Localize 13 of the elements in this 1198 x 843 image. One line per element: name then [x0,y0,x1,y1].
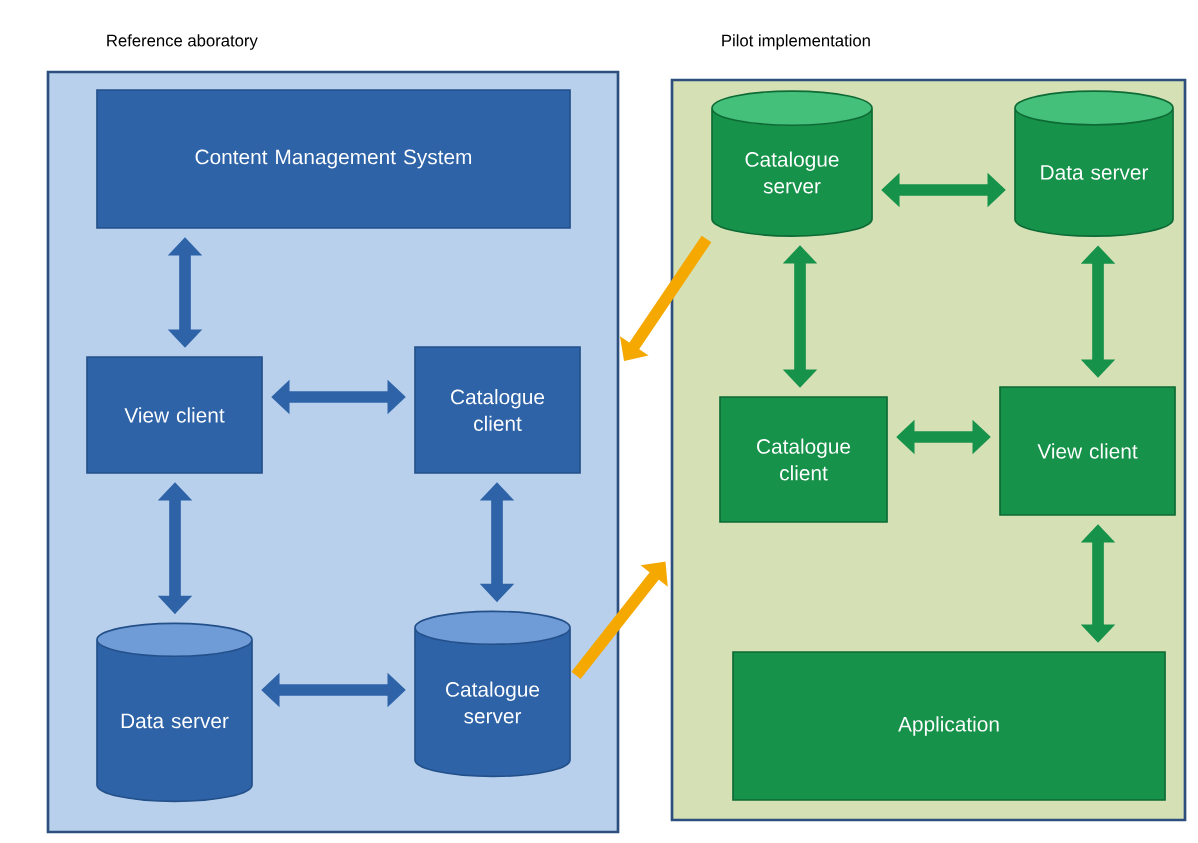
database-cylinder: Data server [96,622,253,803]
process-box: View client [86,356,263,474]
process-box: View client [999,386,1176,516]
database-cylinder: Data server [1014,90,1174,237]
database-cylinder: Catalogue server [414,610,571,778]
process-box: Catalogue client [414,346,581,474]
database-cylinder: Catalogue server [711,90,873,237]
arrow [571,561,668,680]
process-box: Application [732,651,1166,801]
process-box: Content Management System [96,89,571,229]
node-label: Pilot implementation [722,34,870,50]
process-box: Catalogue client [719,396,888,523]
node-label: Reference aboratory [107,34,258,50]
